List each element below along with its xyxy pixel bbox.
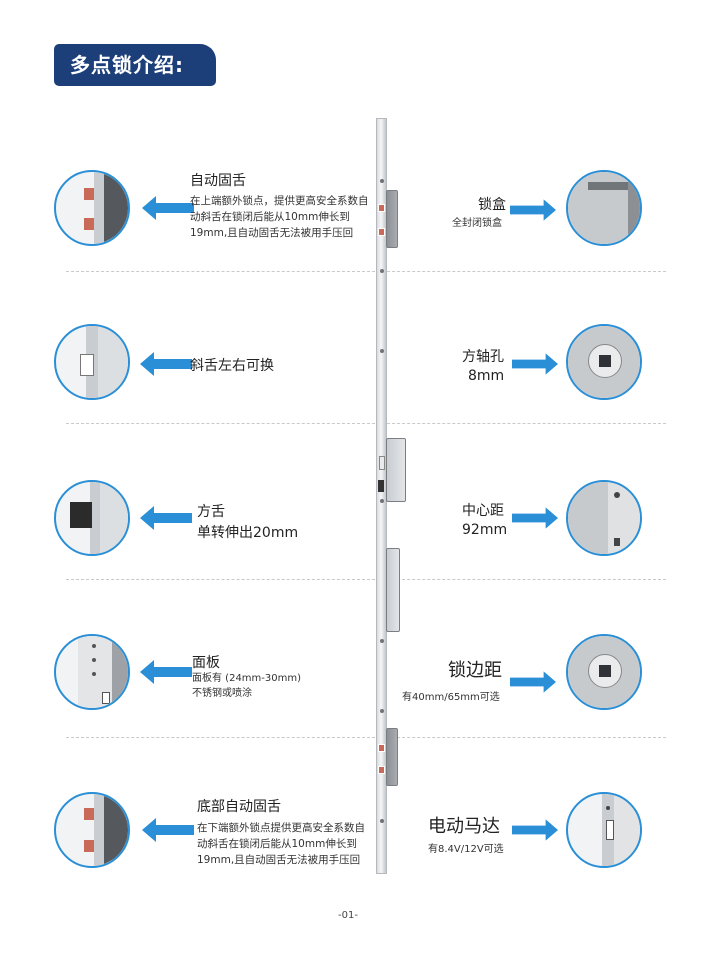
thumb-bottom-deadlatch [54, 792, 130, 868]
motor-box [386, 548, 400, 632]
feature-title-deadbolt: 方舌 [197, 504, 225, 520]
arrow-right-icon [510, 199, 556, 221]
top-latch-upper [378, 204, 385, 212]
dead-bolt [378, 480, 384, 492]
top-latch-lower [378, 228, 385, 236]
page-number: -01- [338, 910, 358, 921]
section-divider [66, 271, 666, 272]
feature-title-spindle-hole: 方轴孔 [462, 349, 504, 365]
section-divider [66, 737, 666, 738]
feature-title-backset-center: 中心距 [462, 503, 504, 519]
thumb-electric-motor [566, 792, 642, 868]
section-divider [66, 579, 666, 580]
arrow-left-icon [140, 660, 192, 684]
feature-subtitle-electric-motor: 有8.4V/12V可选 [428, 844, 504, 855]
section-divider [66, 423, 666, 424]
top-lock-box [386, 190, 398, 248]
feature-subtitle-backset: 有40mm/65mm可选 [402, 692, 500, 703]
main-lock-box [386, 438, 406, 502]
thumb-reversible-latch [54, 324, 130, 400]
bottom-latch-lower [378, 766, 385, 774]
page-title: 多点锁介绍: [54, 44, 216, 86]
feature-title-reversible-latch: 斜舌左右可换 [190, 358, 274, 374]
thumb-faceplate [54, 634, 130, 710]
thumb-center-distance [566, 480, 642, 556]
latch-bolt [379, 456, 385, 470]
feature-title-bottom-deadlatch: 底部自动固舌 [197, 799, 281, 815]
feature-desc-bottom-deadlatch: 在下端额外锁点提供更高安全系数自动斜舌在锁闭后能从10mm伸长到19mm,且自动… [197, 822, 365, 866]
feature-subtitle-spindle-hole: 8mm [468, 368, 505, 384]
feature-desc-deadbolt: 单转伸出20mm [197, 525, 299, 541]
arrow-right-icon [510, 671, 556, 693]
thumb-auto-deadlatch [54, 170, 130, 246]
feature-title-backset: 锁边距 [448, 660, 502, 681]
bottom-lock-box [386, 728, 398, 786]
arrow-left-icon [142, 196, 194, 220]
arrow-left-icon [140, 506, 192, 530]
thumb-spindle-hole [566, 324, 642, 400]
thumb-backset [566, 634, 642, 710]
thumb-lock-case [566, 170, 642, 246]
feature-title-electric-motor: 电动马达 [428, 816, 500, 837]
arrow-left-icon [142, 818, 194, 842]
feature-desc-faceplate: 面板有 (24mm-30mm) 不锈钢或喷涂 [192, 673, 302, 699]
bottom-latch-upper [378, 744, 385, 752]
arrow-right-icon [512, 507, 558, 529]
feature-title-faceplate: 面板 [192, 655, 220, 671]
feature-subtitle-backset-center: 92mm [462, 522, 508, 538]
feature-title-auto-deadlatch: 自动固舌 [190, 173, 246, 189]
arrow-left-icon [140, 352, 192, 376]
arrow-right-icon [512, 353, 558, 375]
arrow-right-icon [512, 819, 558, 841]
thumb-deadbolt [54, 480, 130, 556]
feature-desc-auto-deadlatch: 在上端额外锁点，提供更高安全系数自动斜舌在锁闭后能从10mm伸长到19mm,且自… [190, 195, 369, 239]
feature-subtitle-lock-case: 全封闭锁盒 [452, 218, 502, 229]
feature-title-lock-case: 锁盒 [478, 197, 506, 213]
